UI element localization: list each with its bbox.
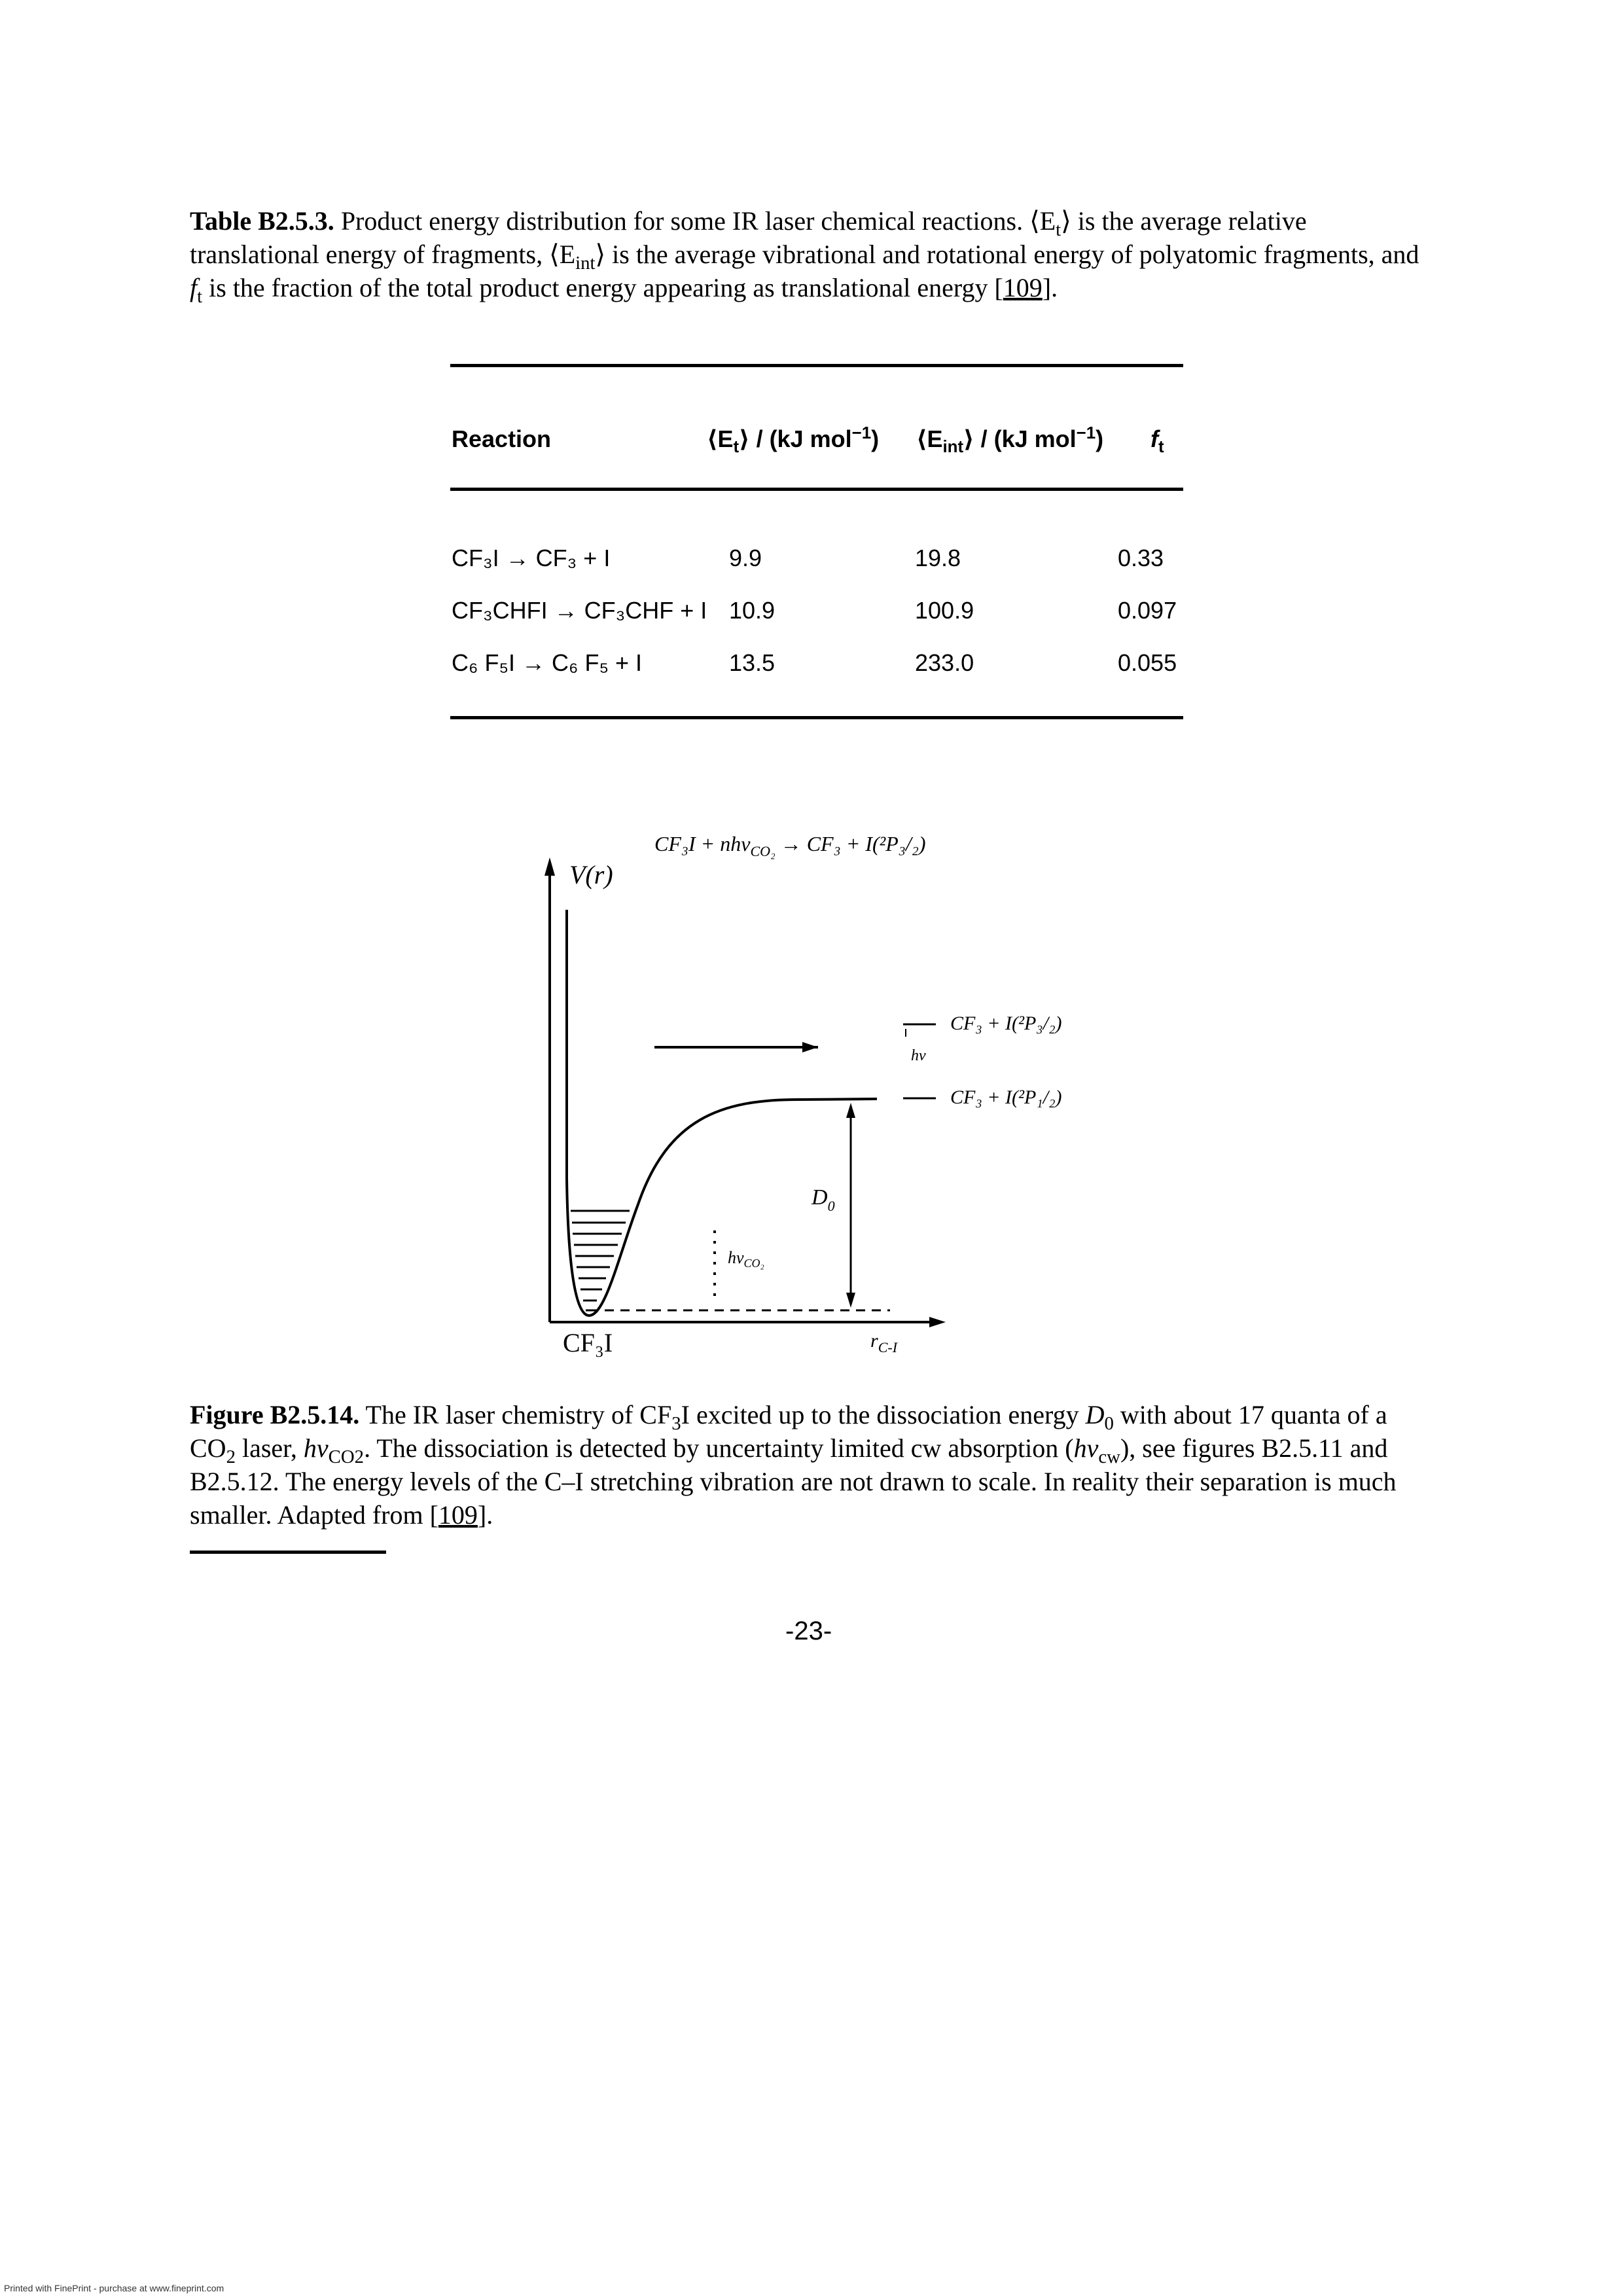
x-axis-label: rC-I [870,1330,899,1355]
molecule-label: CF₃I [563,1328,613,1357]
reference-link[interactable]: 109 [438,1500,478,1530]
row3-reaction: C₆ F₅I → C₆ F₅ + I [452,649,643,676]
lower-level-label: CF₃ + I(²P₁/₂) [950,1086,1062,1108]
potential-curve [565,910,878,1318]
header-et: ⟨Et⟩ / (kJ mol−1) [707,424,880,457]
row3-eint: 233.0 [915,649,974,676]
x-axis-arrow [929,1317,946,1327]
row1-reaction: CF₃I → CF₃ + I [452,545,611,571]
figure-caption: Figure B2.5.14. The IR laser chemistry o… [190,1400,1397,1530]
print-footer: Printed with FinePrint - purchase at www… [4,2283,224,2293]
row1-eint: 19.8 [915,545,961,571]
y-axis-arrow [544,857,555,876]
row2-eint: 100.9 [915,597,974,624]
upper-level-label: CF₃ + I(²P₃/₂) [950,1013,1062,1034]
hv-co2-label: hνCO₂ [728,1248,764,1270]
header-eint: ⟨Eint⟩ / (kJ mol−1) [916,424,1104,457]
row2-et: 10.9 [729,597,776,624]
hv-label: hν [911,1047,926,1064]
row1-ft: 0.33 [1118,545,1164,571]
reference-link[interactable]: 109 [1003,273,1043,302]
y-axis-label: V(r) [569,860,613,889]
table-caption-label: Table B2.5.3. [190,206,334,236]
row2-reaction: CF₃CHFI → CF₃CHF + I [452,597,707,624]
d0-arrow-top [846,1103,855,1118]
figure-caption-label: Figure B2.5.14. [190,1400,360,1429]
vibrational-levels [571,1210,630,1312]
row1-et: 9.9 [729,545,762,571]
row2-ft: 0.097 [1118,597,1177,624]
row3-ft: 0.055 [1118,649,1177,676]
table-caption: Table B2.5.3. Product energy distributio… [190,206,1419,307]
potential-energy-diagram: CF₃I + nhνCO₂ → CF₃ + I(²P₃/₂) V(r) [544,832,1062,1357]
d0-label: D0 [811,1185,835,1214]
dissociation-arrow-head [802,1042,818,1052]
header-ft: ft [1150,425,1164,457]
d0-arrow-bottom [846,1293,855,1308]
table-bottom-rule [450,716,1183,719]
footnote-rule [190,1551,386,1554]
potential-energy-figure: CF₃I + nhνCO₂ → CF₃ + I(²P₃/₂) V(r) [484,812,1139,1388]
page-number: -23- [785,1617,832,1645]
row3-et: 13.5 [729,649,776,676]
svg-text:CF₃I + nhνCO₂ → CF₃ + I(²P₃/₂): CF₃I + nhνCO₂ → CF₃ + I(²P₃/₂) [654,832,926,859]
table-top-rule [450,364,1183,367]
table-header-rule [450,488,1183,491]
header-reaction: Reaction [452,425,552,452]
